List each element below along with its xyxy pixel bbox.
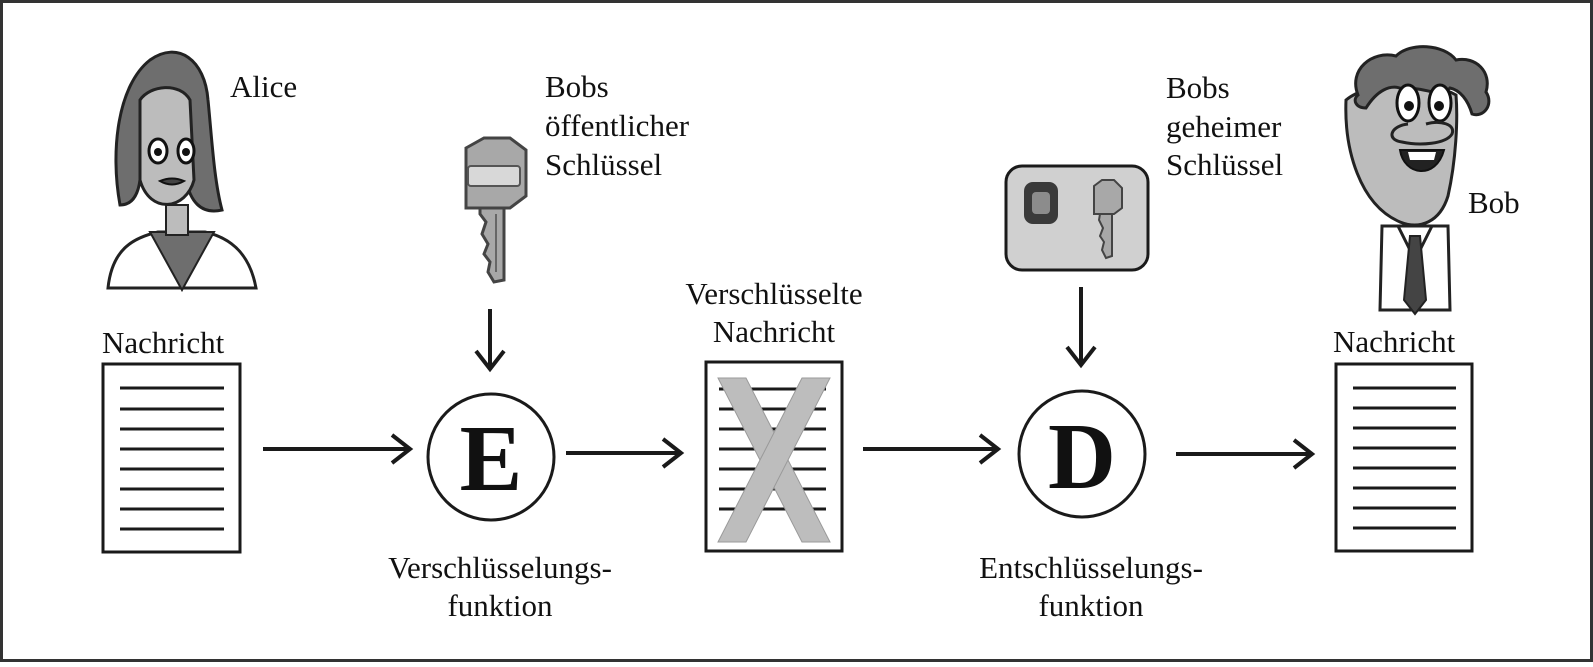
encryption-function-node: E xyxy=(426,392,556,522)
public-key-icon xyxy=(464,136,528,284)
secret-key-label-line3: Schlüssel xyxy=(1166,147,1283,182)
bob-figure xyxy=(1344,45,1491,316)
ciphertext-label-line2: Nachricht xyxy=(713,314,836,349)
arrow-ciphertext-to-decryption xyxy=(863,433,1002,465)
ciphertext-document xyxy=(704,360,844,553)
secret-key-arrow xyxy=(1065,287,1097,369)
message-right-label: Nachricht xyxy=(1333,324,1456,359)
public-key-label-line3: Schlüssel xyxy=(545,147,662,182)
public-key-label-line2: öffentlicher xyxy=(545,108,690,143)
public-key-label-line1: Bobs xyxy=(545,69,609,104)
arrow-decryption-to-message xyxy=(1176,438,1316,470)
arrow-encryption-to-ciphertext xyxy=(566,437,685,469)
bob-label: Bob xyxy=(1468,185,1520,220)
encryption-label-line2: funktion xyxy=(447,588,553,623)
encryption-symbol: E xyxy=(460,407,523,511)
message-left-label: Nachricht xyxy=(102,325,225,360)
public-key-arrow xyxy=(474,309,506,373)
alice-label: Alice xyxy=(230,69,297,104)
ciphertext-label-line1: Verschlüsselte xyxy=(685,276,862,311)
message-left-document xyxy=(101,362,242,554)
decryption-symbol: D xyxy=(1048,405,1116,509)
decryption-label-line2: funktion xyxy=(1038,588,1144,623)
arrow-message-to-encryption xyxy=(263,433,414,465)
decryption-label-line1: Entschlüsselungs- xyxy=(979,550,1203,585)
secret-key-label-line2: geheimer xyxy=(1166,109,1282,144)
secret-key-card-icon xyxy=(1004,164,1150,272)
encryption-label-line1: Verschlüsselungs- xyxy=(388,550,612,585)
secret-key-label-line1: Bobs xyxy=(1166,70,1230,105)
decryption-function-node: D xyxy=(1017,389,1147,519)
message-right-document xyxy=(1334,362,1474,553)
cross-out-mark xyxy=(717,377,831,543)
alice-figure xyxy=(106,50,258,293)
